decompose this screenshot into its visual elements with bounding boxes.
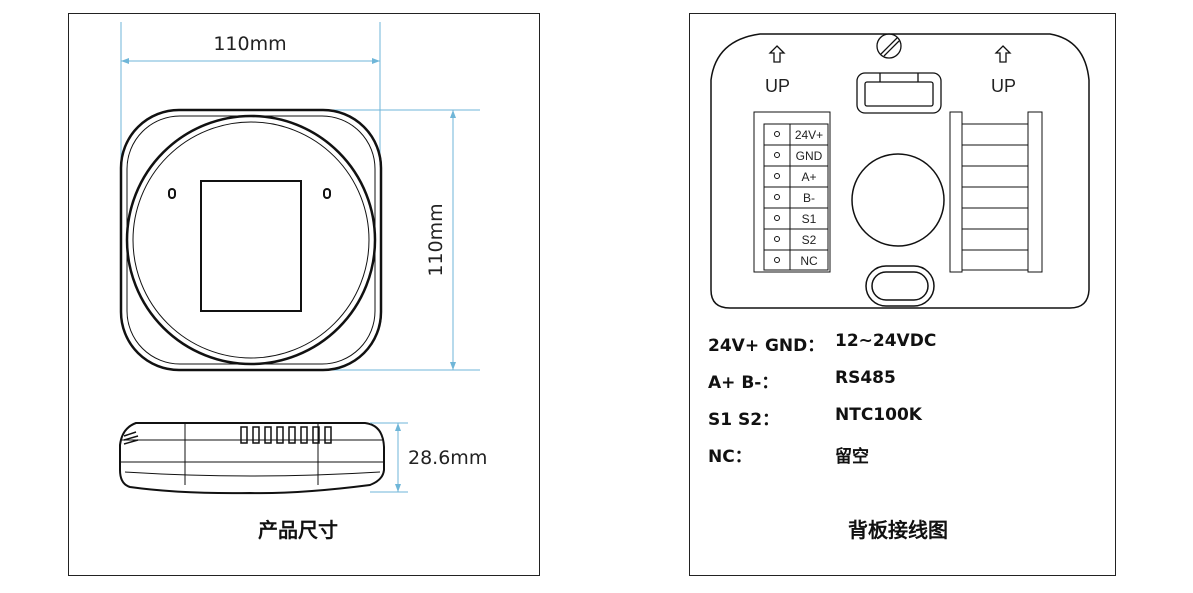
spec-value: 12~24VDC	[835, 331, 937, 351]
depth-dimension	[370, 422, 408, 493]
up-arrow-icon	[994, 45, 1012, 63]
screw-icon	[876, 33, 902, 59]
terminal-label: NC	[800, 254, 818, 268]
height-dimension	[318, 109, 480, 371]
terminal-label: B-	[803, 191, 815, 205]
backplate-outline	[710, 33, 1090, 309]
terminal-block-left	[753, 111, 831, 273]
width-dimension	[120, 22, 381, 165]
spec-value: NTC100K	[835, 405, 922, 425]
terminal-block-right	[949, 111, 1043, 273]
terminal-label: A+	[801, 170, 816, 184]
device-side-view	[119, 422, 385, 495]
depth-label: 28.6mm	[408, 447, 487, 469]
spec-name: NC：	[708, 447, 752, 467]
spec-name: S1 S2：	[708, 410, 780, 430]
up-arrow-icon	[768, 45, 786, 63]
height-label: 110mm	[425, 203, 447, 276]
spec-value: RS485	[835, 368, 896, 388]
center-hole	[851, 153, 945, 247]
terminal-label: S1	[802, 212, 817, 226]
product-dimensions-caption: 产品尺寸	[258, 518, 338, 542]
spec-name: A+ B-：	[708, 373, 779, 393]
spec-name: 24V+ GND：	[708, 336, 825, 356]
terminal-label: GND	[796, 149, 823, 163]
top-connector-slot	[856, 72, 942, 114]
up-label-left: UP	[765, 76, 790, 96]
backplate-wiring-panel	[689, 13, 1116, 576]
backplate-wiring-caption: 背板接线图	[848, 518, 948, 542]
width-label: 110mm	[213, 33, 286, 55]
terminal-label: S2	[802, 233, 817, 247]
spec-value: 留空	[835, 447, 869, 467]
device-front-view	[119, 108, 383, 372]
up-label-right: UP	[991, 76, 1016, 96]
bottom-oval-slot	[865, 265, 935, 307]
terminal-label: 24V+	[795, 128, 823, 142]
